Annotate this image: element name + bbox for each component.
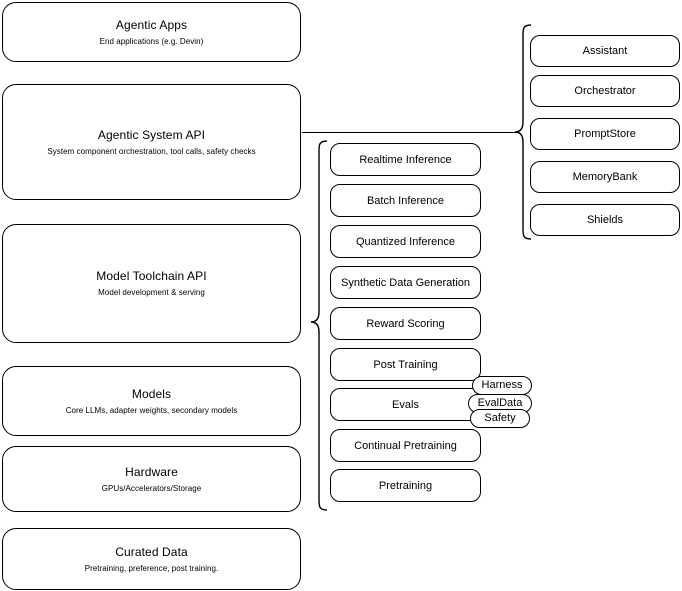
evals-pill-harness[interactable]: Harness <box>472 376 532 395</box>
component-box-evals[interactable]: Evals <box>330 388 481 421</box>
layer-title: Models <box>131 386 172 401</box>
component-label: Synthetic Data Generation <box>340 276 471 289</box>
component-box-orchestrator[interactable]: Orchestrator <box>530 75 680 107</box>
brace-model-toolchain-components <box>310 140 328 518</box>
layer-subtitle: Core LLMs, adapter weights, secondary mo… <box>65 405 238 415</box>
layer-subtitle: GPUs/Accelerators/Storage <box>101 483 202 493</box>
component-label: Assistant <box>582 45 628 57</box>
component-label: Reward Scoring <box>366 317 445 330</box>
component-box-batch-inference[interactable]: Batch Inference <box>330 184 481 217</box>
component-label: Realtime Inference <box>359 153 452 166</box>
component-box-quantized-inference[interactable]: Quantized Inference <box>330 225 481 258</box>
component-label: Pretraining <box>378 479 433 492</box>
component-box-pretraining[interactable]: Pretraining <box>330 469 481 502</box>
brace-agentic-system-components <box>514 24 532 246</box>
component-box-post-training[interactable]: Post Training <box>330 348 481 381</box>
evals-pill-label: Safety <box>484 412 516 424</box>
evals-pill-label: EvalData <box>477 397 523 409</box>
layer-box-hardware[interactable]: Hardware GPUs/Accelerators/Storage <box>2 446 301 512</box>
layer-box-agentic-apps[interactable]: Agentic Apps End applications (e.g. Devi… <box>2 2 301 62</box>
component-box-continual-pretraining[interactable]: Continual Pretraining <box>330 429 481 462</box>
component-label: Evals <box>392 398 419 411</box>
component-box-reward-scoring[interactable]: Reward Scoring <box>330 307 481 340</box>
component-box-realtime-inference[interactable]: Realtime Inference <box>330 143 481 176</box>
component-label: PromptStore <box>574 128 636 140</box>
component-label: Quantized Inference <box>355 235 456 248</box>
layer-title: Curated Data <box>115 544 188 559</box>
evals-pill-label: Harness <box>481 379 523 391</box>
component-box-promptstore[interactable]: PromptStore <box>530 118 680 150</box>
layer-box-agentic-system-api[interactable]: Agentic System API System component orch… <box>2 84 301 200</box>
component-box-assistant[interactable]: Assistant <box>530 35 680 67</box>
component-box-memorybank[interactable]: MemoryBank <box>530 161 680 193</box>
component-label: Shields <box>586 214 624 226</box>
layer-subtitle: End applications (e.g. Devin) <box>99 36 204 46</box>
component-label: Continual Pretraining <box>354 439 457 452</box>
layer-subtitle: Model development & serving <box>98 288 205 297</box>
layer-subtitle: Pretraining, preference, post training. <box>84 563 219 573</box>
component-label: Orchestrator <box>574 85 636 97</box>
layer-box-model-toolchain-api[interactable]: Model Toolchain API Model development & … <box>2 224 301 343</box>
component-box-shields[interactable]: Shields <box>530 204 680 236</box>
component-label: MemoryBank <box>572 171 638 183</box>
layer-title: Agentic Apps <box>115 17 188 32</box>
component-label: Batch Inference <box>366 194 445 207</box>
layer-title: Hardware <box>125 464 178 479</box>
evals-pill-safety[interactable]: Safety <box>470 409 530 428</box>
component-box-synthetic-data-generation[interactable]: Synthetic Data Generation <box>330 266 481 299</box>
layer-title: Agentic System API <box>97 127 206 142</box>
layer-subtitle: System component orchestration, tool cal… <box>47 146 256 156</box>
component-label: Post Training <box>373 358 438 371</box>
layer-box-curated-data[interactable]: Curated Data Pretraining, preference, po… <box>2 528 301 590</box>
connector-line-agentic-system <box>302 132 519 133</box>
layer-title: Model Toolchain API <box>96 269 207 283</box>
layer-box-models[interactable]: Models Core LLMs, adapter weights, secon… <box>2 366 301 436</box>
evals-pill-evaldata[interactable]: EvalData <box>468 394 532 413</box>
